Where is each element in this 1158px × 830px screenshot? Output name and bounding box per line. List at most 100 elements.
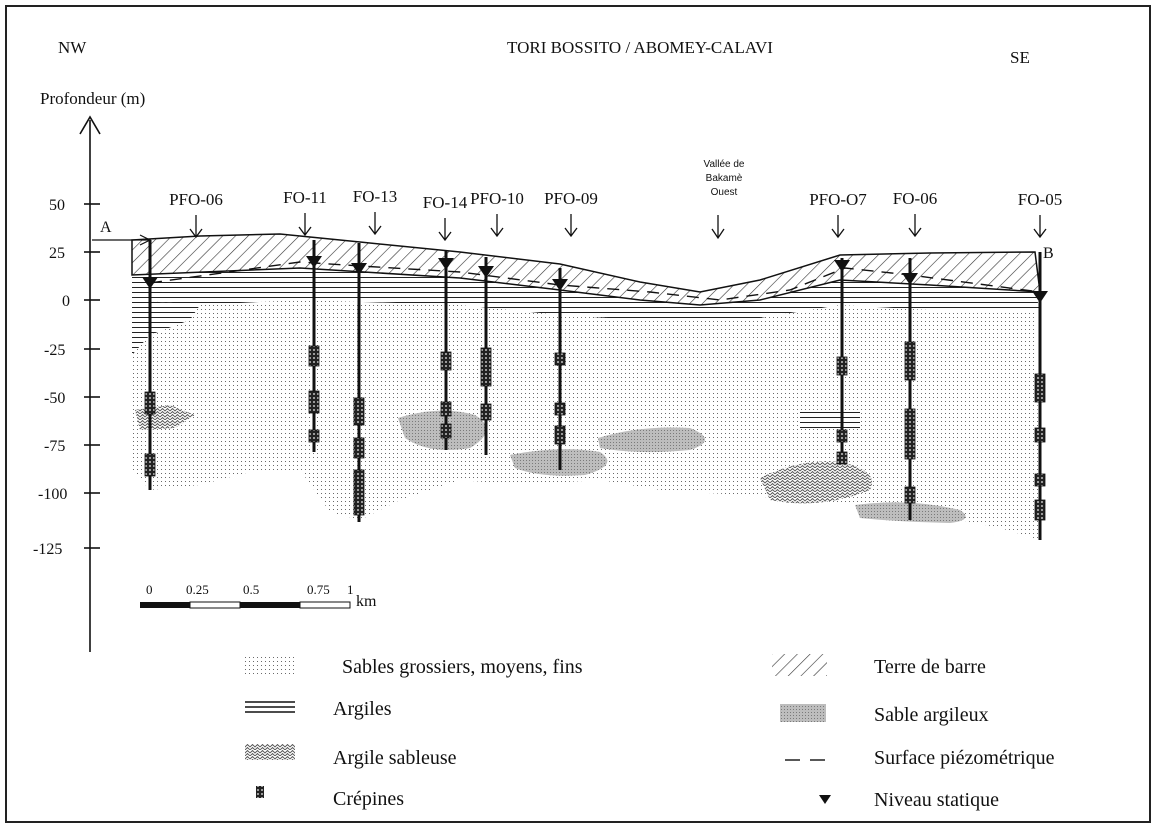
well-arrow bbox=[189, 215, 203, 239]
legend-clay-label: Argiles bbox=[333, 698, 392, 720]
well-label: FO-05 bbox=[1018, 190, 1062, 209]
well-label: FO-13 bbox=[353, 187, 397, 206]
legend-clayey-sand-swatch bbox=[780, 704, 826, 722]
scale-label-05: 0.5 bbox=[243, 582, 259, 597]
well-label: FO-14 bbox=[423, 193, 468, 212]
nw-label: NW bbox=[58, 38, 87, 57]
well-arrow bbox=[908, 214, 922, 238]
well-label: PFO-06 bbox=[169, 190, 223, 209]
well-arrow bbox=[438, 218, 452, 242]
well-screen bbox=[440, 401, 452, 417]
valley-label-line3: Ouest bbox=[711, 187, 738, 198]
legend-screen-swatch bbox=[256, 786, 264, 798]
tick-0: 0 bbox=[62, 293, 70, 310]
section-start-label: A bbox=[100, 219, 112, 236]
well-label: PFO-09 bbox=[544, 189, 598, 208]
well-screen bbox=[1034, 499, 1046, 521]
section-end-label: B bbox=[1043, 245, 1054, 262]
legend-terre-label: Terre de barre bbox=[874, 656, 986, 678]
well-pfo-06: PFO-06 bbox=[142, 190, 223, 490]
well-arrow bbox=[490, 214, 504, 238]
well-screen bbox=[308, 429, 320, 443]
well-screen bbox=[836, 451, 848, 465]
static-level-marker bbox=[142, 277, 158, 289]
scale-unit: km bbox=[356, 593, 377, 610]
well-pfo-09: PFO-09 bbox=[544, 189, 598, 470]
well-screen bbox=[554, 402, 566, 416]
well-screen bbox=[144, 453, 156, 477]
legend bbox=[245, 654, 831, 804]
se-label: SE bbox=[1010, 48, 1030, 67]
legend-sandy-clay-swatch bbox=[245, 744, 295, 760]
valley-arrow bbox=[711, 215, 725, 240]
well-screen bbox=[308, 345, 320, 367]
well-fo-14: FO-14 bbox=[423, 193, 468, 450]
static-level-marker bbox=[834, 260, 850, 272]
well-screen bbox=[1034, 373, 1046, 403]
well-label: PFO-10 bbox=[470, 189, 524, 208]
legend-sandy-clay-label: Argile sableuse bbox=[333, 747, 457, 769]
well-screen bbox=[440, 351, 452, 371]
valley-label-line2: Bakamè bbox=[706, 173, 743, 184]
tick-minus-50: -50 bbox=[44, 390, 65, 407]
static-level-marker bbox=[306, 256, 322, 268]
legend-static-level-label: Niveau statique bbox=[874, 789, 999, 811]
scale-label-025: 0.25 bbox=[186, 582, 209, 597]
figure-frame bbox=[5, 5, 1151, 823]
piezometric-surface bbox=[149, 261, 1041, 301]
well-screen bbox=[308, 390, 320, 414]
legend-sands-label: Sables grossiers, moyens, fins bbox=[342, 656, 583, 678]
well-screen bbox=[836, 429, 848, 443]
well-screen bbox=[904, 408, 916, 460]
well-fo-06: FO-06 bbox=[893, 189, 937, 520]
well-screen bbox=[836, 356, 848, 376]
static-level-marker bbox=[438, 258, 454, 270]
well-screen bbox=[353, 469, 365, 516]
well-fo-05: FO-05 bbox=[1018, 190, 1062, 540]
static-level-marker bbox=[351, 263, 367, 275]
well-arrow bbox=[831, 215, 845, 239]
well-pfo-o7: PFO-O7 bbox=[809, 190, 867, 465]
legend-piezo-label: Surface piézométrique bbox=[874, 747, 1055, 769]
section-title: TORI BOSSITO / ABOMEY-CALAVI bbox=[507, 38, 773, 57]
sandy-clay-lens-right bbox=[760, 461, 872, 504]
well-screen bbox=[353, 437, 365, 459]
static-level-marker bbox=[478, 266, 494, 278]
well-pfo-10: PFO-10 bbox=[470, 189, 524, 455]
well-arrow bbox=[564, 214, 578, 238]
well-screen bbox=[1034, 473, 1046, 487]
tick-minus-25: -25 bbox=[44, 342, 65, 359]
scale-label-0: 0 bbox=[146, 582, 153, 597]
well-screen bbox=[1034, 427, 1046, 443]
well-fo-13: FO-13 bbox=[351, 187, 397, 522]
well-screen bbox=[480, 347, 492, 387]
tick-minus-125: -125 bbox=[33, 541, 62, 558]
scale-bar bbox=[140, 601, 351, 609]
sandy-clay-patch-3 bbox=[598, 427, 705, 453]
well-arrow bbox=[1033, 215, 1047, 239]
well-screen bbox=[440, 423, 452, 439]
legend-terre-swatch bbox=[772, 654, 827, 676]
clay-lens-mid bbox=[800, 410, 860, 428]
depth-axis-label: Profondeur (m) bbox=[40, 89, 145, 108]
well-screen bbox=[480, 403, 492, 421]
legend-sands-swatch bbox=[245, 654, 295, 676]
well-screen bbox=[904, 341, 916, 381]
scale-label-075: 0.75 bbox=[307, 582, 330, 597]
well-arrow bbox=[368, 212, 382, 236]
static-level-marker bbox=[1032, 291, 1048, 303]
legend-static-level-swatch bbox=[819, 795, 831, 804]
well-screen bbox=[554, 425, 566, 445]
well-screen bbox=[144, 391, 156, 415]
well-label: FO-11 bbox=[283, 188, 327, 207]
legend-screen-label: Crépines bbox=[333, 788, 404, 810]
tick-50: 50 bbox=[49, 197, 65, 214]
well-screen bbox=[353, 397, 365, 426]
valley-label-line1: Vallée de bbox=[704, 159, 745, 170]
static-level-marker bbox=[552, 279, 568, 291]
well-screen bbox=[904, 486, 916, 504]
scale-label-1: 1 bbox=[347, 582, 354, 597]
